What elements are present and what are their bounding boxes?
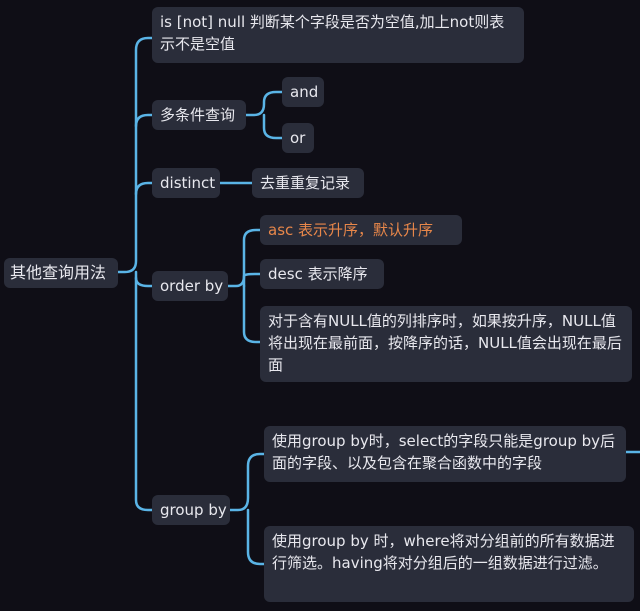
- and-label: and: [290, 83, 319, 101]
- multi-condition-node[interactable]: 多条件查询: [152, 100, 246, 130]
- distinct-desc-label: 去重重复记录: [260, 174, 351, 192]
- order-asc-label: asc 表示升序，默认升序: [268, 221, 434, 239]
- order-by-node[interactable]: order by: [152, 271, 228, 301]
- order-by-label: order by: [160, 277, 224, 295]
- distinct-desc-node[interactable]: 去重重复记录: [252, 168, 364, 198]
- order-null-note-node[interactable]: 对于含有NULL值的列排序时，如果按升序，NULL值将出现在最前面，按降序的话，…: [260, 306, 632, 382]
- group-by-note2-text: 使用group by 时，where将对分组前的所有数据进行筛选。having将…: [272, 532, 615, 572]
- connector-root-trunk-lower: [134, 270, 154, 512]
- group-by-note1-text: 使用group by时，select的字段只能是group by后面的字段、以及…: [272, 432, 616, 472]
- connector-multi-or: [262, 113, 284, 140]
- root-node[interactable]: 其他查询用法: [4, 258, 118, 288]
- connector-to-order-by: [134, 276, 154, 288]
- connector-order-asc: [226, 228, 262, 288]
- order-null-note-text: 对于含有NULL值的列排序时，如果按升序，NULL值将出现在最前面，按降序的话，…: [268, 312, 622, 374]
- connector-multi-and: [244, 90, 284, 117]
- order-desc-node[interactable]: desc 表示降序: [260, 259, 384, 289]
- group-by-note1-node[interactable]: 使用group by时，select的字段只能是group by后面的字段、以及…: [264, 426, 626, 482]
- group-by-node[interactable]: group by: [152, 495, 230, 525]
- distinct-label: distinct: [160, 174, 216, 192]
- is-null-text: is [not] null 判断某个字段是否为空值,加上not则表示不是空值: [160, 13, 505, 53]
- group-by-note2-node[interactable]: 使用group by 时，where将对分组前的所有数据进行筛选。having将…: [264, 526, 634, 602]
- multi-condition-label: 多条件查询: [160, 106, 236, 124]
- connector-group-note1: [228, 452, 266, 512]
- connector-root-trunk: [116, 36, 154, 274]
- distinct-node[interactable]: distinct: [152, 168, 220, 198]
- connector-to-multi: [134, 113, 154, 128]
- order-desc-label: desc 表示降序: [268, 265, 368, 283]
- order-asc-node[interactable]: asc 表示升序，默认升序: [260, 215, 462, 245]
- connector-order-desc: [242, 272, 262, 288]
- root-label: 其他查询用法: [10, 263, 107, 282]
- is-null-node[interactable]: is [not] null 判断某个字段是否为空值,加上not则表示不是空值: [152, 7, 524, 63]
- or-label: or: [290, 129, 306, 147]
- connector-order-null: [242, 284, 262, 344]
- connector-to-distinct: [134, 181, 154, 196]
- and-node[interactable]: and: [282, 77, 324, 107]
- connector-group-note2: [246, 508, 266, 566]
- or-node[interactable]: or: [282, 123, 314, 153]
- group-by-label: group by: [160, 501, 227, 519]
